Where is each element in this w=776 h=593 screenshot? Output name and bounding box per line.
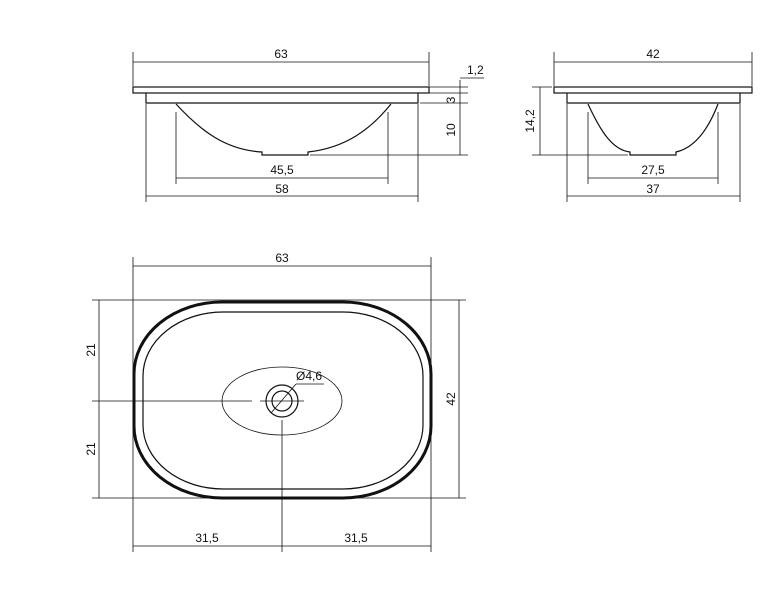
plan-view: 63 Ø4,6 21 21 42 31,5 31,5 [84, 251, 466, 552]
side-rim [553, 86, 753, 94]
front-body-width-label: 58 [275, 182, 289, 196]
half-width-left-label: 31,5 [195, 531, 219, 545]
front-width-label: 63 [274, 47, 288, 61]
front-skirt [145, 93, 419, 104]
front-view: 63 1,2 3 10 45,5 58 [132, 47, 484, 202]
side-view: 42 14,2 27,5 37 [523, 47, 753, 202]
side-height-label: 14,2 [523, 109, 537, 133]
front-bowl [175, 103, 392, 156]
half-depth-bottom-label: 21 [84, 442, 98, 456]
side-width-label: 42 [646, 47, 660, 61]
half-width-right-label: 31,5 [344, 531, 368, 545]
drain-diameter-label: Ø4,6 [296, 369, 322, 383]
rim-drop-label: 3 [444, 96, 458, 103]
front-rim [132, 86, 430, 94]
basin-inner-outline [142, 311, 424, 490]
front-bowl-width-label: 45,5 [270, 163, 294, 177]
side-body-width-label: 37 [646, 182, 660, 196]
rim-thickness-label: 1,2 [467, 63, 484, 77]
plan-depth-label: 42 [444, 392, 458, 406]
side-bowl [587, 103, 719, 156]
bowl-depth-label: 10 [444, 123, 458, 137]
side-bowl-width-label: 27,5 [641, 163, 665, 177]
plan-width-label: 63 [275, 251, 289, 265]
side-skirt [566, 93, 741, 104]
half-depth-top-label: 21 [84, 343, 98, 357]
